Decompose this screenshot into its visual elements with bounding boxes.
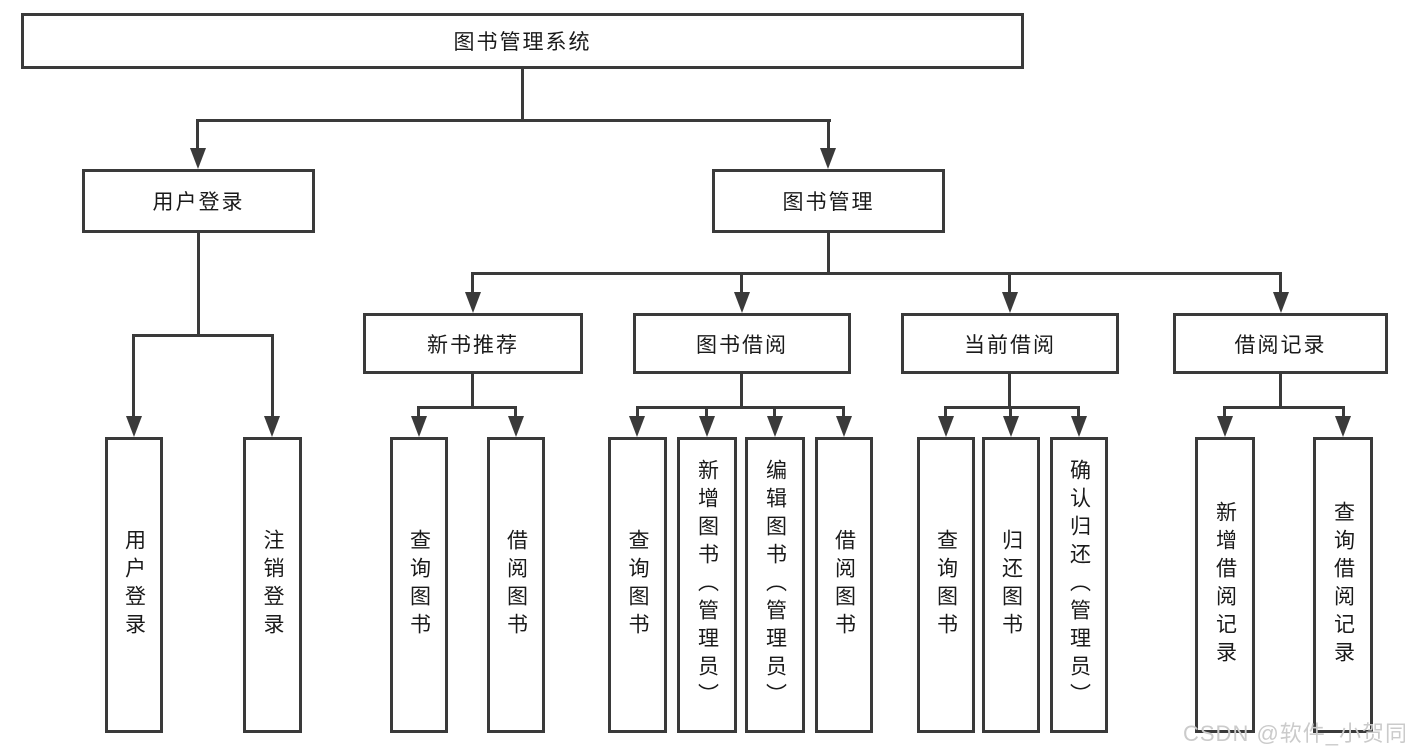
- connector-line: [944, 406, 947, 419]
- node-borrow-records-label: 借阅记录: [1234, 333, 1327, 357]
- connector-line: [196, 119, 831, 122]
- leaf-user-login: 用户登录: [105, 437, 163, 733]
- leaf-borrow-books: 借阅图书: [815, 437, 873, 733]
- connector-line: [471, 374, 474, 409]
- node-user-login: 用户登录: [82, 169, 315, 233]
- connector-line: [196, 119, 199, 152]
- arrow-down-icon: [938, 416, 954, 437]
- connector-line: [944, 406, 1080, 409]
- connector-line: [1008, 374, 1011, 409]
- node-borrow-records: 借阅记录: [1173, 313, 1388, 374]
- arrow-down-icon: [1335, 416, 1351, 437]
- connector-line: [842, 406, 845, 419]
- connector-line: [1279, 374, 1282, 409]
- leaf-label: 新增图书（管理员）: [695, 459, 719, 711]
- leaf-confirm-return-admin: 确认归还（管理员）: [1050, 437, 1108, 733]
- connector-line: [417, 406, 420, 419]
- arrow-down-icon: [767, 416, 783, 437]
- leaf-label: 用户登录: [122, 529, 146, 641]
- node-book-borrow: 图书借阅: [633, 313, 851, 374]
- arrow-down-icon: [508, 416, 524, 437]
- leaf-label: 查询借阅记录: [1331, 501, 1355, 669]
- connector-line: [132, 334, 135, 420]
- leaf-label: 查询图书: [934, 529, 958, 641]
- arrow-down-icon: [1273, 292, 1289, 313]
- leaf-label: 借阅图书: [504, 529, 528, 641]
- arrow-down-icon: [836, 416, 852, 437]
- leaf-label: 新增借阅记录: [1213, 501, 1237, 669]
- arrow-down-icon: [629, 416, 645, 437]
- leaf-label: 注销登录: [261, 529, 284, 641]
- node-book-management-label: 图书管理: [782, 191, 875, 214]
- leaf-label: 查询图书: [626, 529, 649, 641]
- leaf-query-borrow-record: 查询借阅记录: [1313, 437, 1373, 733]
- arrow-down-icon: [1217, 416, 1233, 437]
- node-current-borrow-label: 当前借阅: [964, 333, 1056, 357]
- connector-line: [636, 406, 845, 409]
- node-current-borrow: 当前借阅: [901, 313, 1119, 374]
- connector-line: [740, 272, 743, 296]
- connector-line: [271, 334, 274, 420]
- leaf-return-books: 归还图书: [982, 437, 1040, 733]
- leaf-label: 查询图书: [407, 529, 431, 641]
- connector-line: [773, 406, 776, 419]
- leaf-label: 编辑图书（管理员）: [763, 459, 787, 711]
- leaf-add-books-admin: 新增图书（管理员）: [677, 437, 737, 733]
- connector-line: [705, 406, 708, 419]
- leaf-label: 归还图书: [999, 529, 1023, 641]
- leaf-query-books-recommend: 查询图书: [390, 437, 448, 733]
- node-book-borrow-label: 图书借阅: [696, 333, 788, 357]
- connector-line: [740, 374, 743, 409]
- leaf-logout: 注销登录: [243, 437, 302, 733]
- connector-line: [521, 69, 524, 121]
- arrow-down-icon: [1071, 416, 1087, 437]
- connector-line: [1077, 406, 1080, 419]
- connector-line: [1279, 272, 1282, 296]
- leaf-edit-books-admin: 编辑图书（管理员）: [745, 437, 805, 733]
- node-new-book-recommend-label: 新书推荐: [427, 333, 519, 357]
- connector-line: [1342, 406, 1345, 419]
- arrow-down-icon: [264, 416, 280, 437]
- node-book-management: 图书管理: [712, 169, 945, 233]
- connector-line: [417, 406, 517, 409]
- connector-line: [1009, 406, 1012, 419]
- arrow-down-icon: [126, 416, 142, 437]
- connector-line: [197, 233, 200, 336]
- leaf-label: 借阅图书: [832, 529, 856, 641]
- connector-line: [636, 406, 639, 419]
- connector-line: [471, 272, 1282, 275]
- csdn-watermark: CSDN @软件_小贺同学: [1183, 721, 1405, 746]
- leaf-add-borrow-record: 新增借阅记录: [1195, 437, 1255, 733]
- arrow-down-icon: [820, 148, 836, 169]
- node-user-login-label: 用户登录: [152, 191, 245, 214]
- connector-line: [827, 119, 830, 152]
- arrow-down-icon: [465, 292, 481, 313]
- leaf-label: 确认归还（管理员）: [1067, 459, 1091, 711]
- arrow-down-icon: [411, 416, 427, 437]
- arrow-down-icon: [190, 148, 206, 169]
- connector-line: [1223, 406, 1345, 409]
- connector-line: [827, 233, 830, 275]
- node-root: 图书管理系统: [21, 13, 1024, 69]
- connector-line: [1223, 406, 1226, 419]
- arrow-down-icon: [699, 416, 715, 437]
- arrow-down-icon: [1003, 416, 1019, 437]
- connector-line: [514, 406, 517, 419]
- connector-line: [471, 272, 474, 296]
- leaf-query-books-borrow: 查询图书: [608, 437, 667, 733]
- leaf-borrow-books-recommend: 借阅图书: [487, 437, 545, 733]
- connector-line: [1008, 272, 1011, 296]
- arrow-down-icon: [1002, 292, 1018, 313]
- node-new-book-recommend: 新书推荐: [363, 313, 583, 374]
- node-root-label: 图书管理系统: [453, 31, 592, 54]
- connector-line: [132, 334, 274, 337]
- arrow-down-icon: [734, 292, 750, 313]
- leaf-query-books-current: 查询图书: [917, 437, 975, 733]
